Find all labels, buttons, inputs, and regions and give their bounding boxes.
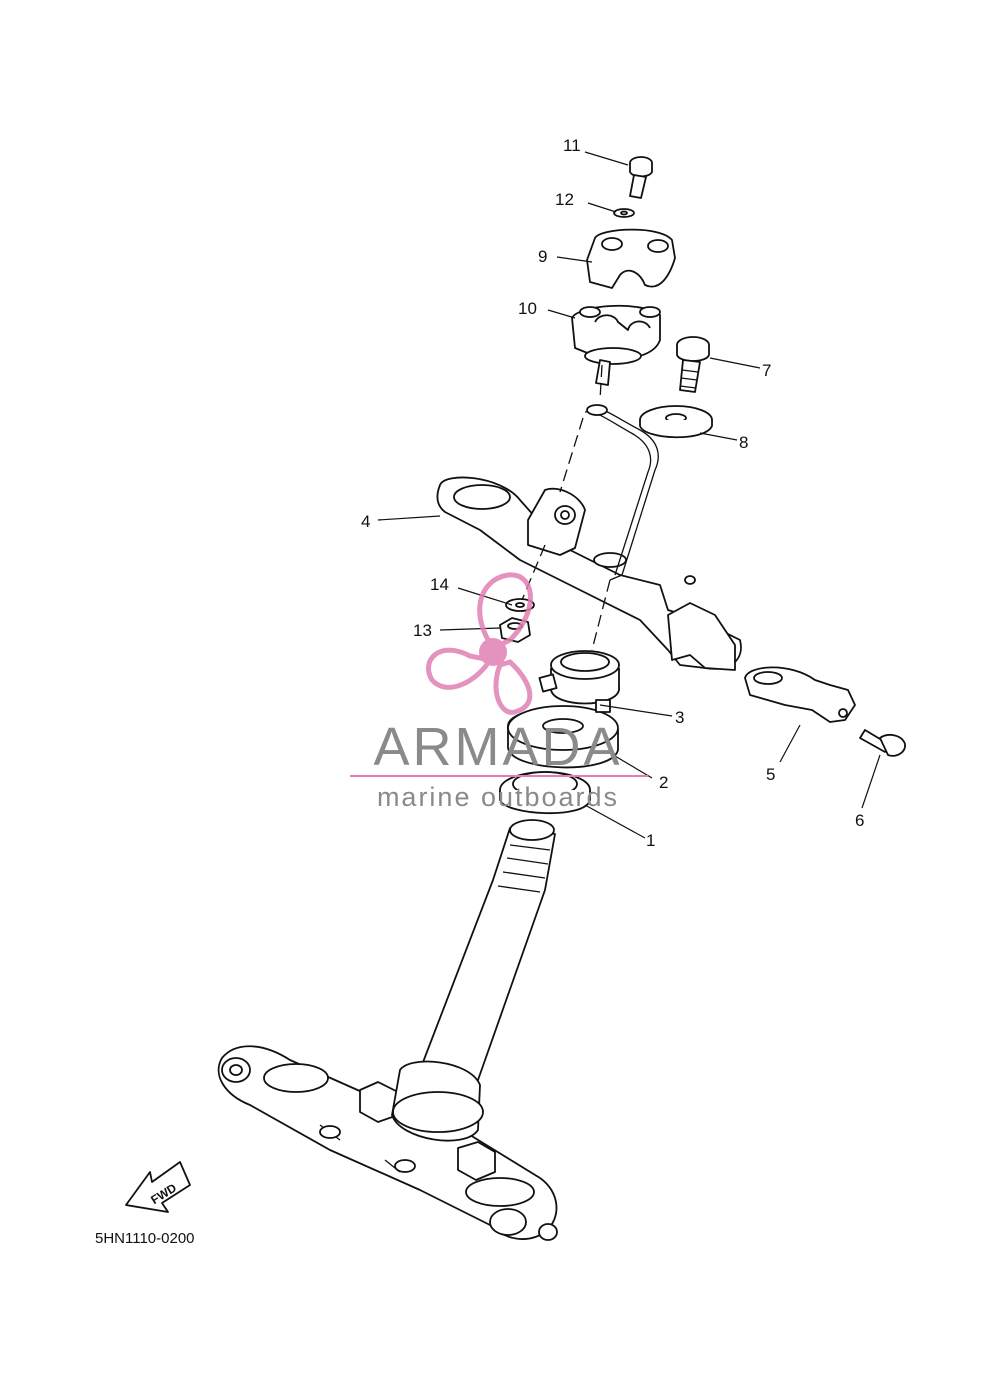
watermark-tagline: marine outboards	[377, 782, 619, 812]
bearing-1	[499, 771, 591, 815]
propeller-logo-icon	[425, 572, 533, 715]
callout-2: 2	[659, 773, 668, 792]
drawing-code: 5HN1110-0200	[95, 1230, 195, 1247]
holder-5	[744, 666, 856, 723]
armada-watermark: ARMADA marine outboards	[350, 572, 648, 812]
under-bracket	[217, 1045, 558, 1241]
cable-guide	[584, 404, 659, 581]
callout-labels: 11 12 9 10 7 8 4 14 13 3 2 1 5 6	[361, 136, 864, 850]
bolt-7	[676, 336, 710, 393]
seal-2	[507, 705, 619, 769]
washer-12	[613, 208, 635, 218]
callout-12: 12	[555, 190, 574, 209]
callout-5: 5	[766, 765, 775, 784]
callout-8: 8	[739, 433, 748, 452]
washer-8	[639, 405, 713, 439]
alignment-lines	[521, 364, 611, 651]
callout-9: 9	[538, 247, 547, 266]
callout-11: 11	[563, 136, 581, 155]
ring-nut-3	[538, 650, 620, 713]
callout-7: 7	[762, 361, 771, 380]
callout-1: 1	[646, 831, 655, 850]
lower-holder-10	[571, 304, 661, 386]
callout-6: 6	[855, 811, 864, 830]
watermark-brand: ARMADA	[373, 717, 622, 777]
steering-stem	[391, 819, 556, 1142]
upper-holder-9	[586, 228, 676, 289]
callout-4: 4	[361, 512, 370, 531]
fwd-arrow: FWD	[125, 1161, 191, 1213]
upper-bracket-4	[436, 476, 742, 671]
callout-10: 10	[518, 299, 537, 318]
screw-11	[629, 156, 653, 199]
callout-3: 3	[675, 708, 684, 727]
callout-14: 14	[430, 575, 449, 594]
bolt-6	[859, 729, 906, 757]
callout-13: 13	[413, 621, 432, 640]
leader-lines	[377, 151, 881, 839]
